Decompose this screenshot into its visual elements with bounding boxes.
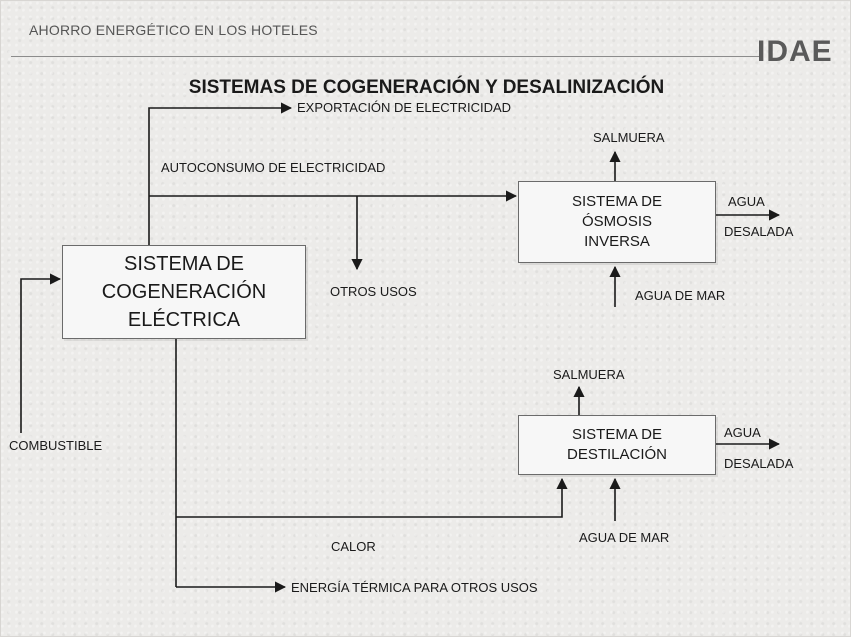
distillation-line-2: DESTILACIÓN bbox=[566, 446, 668, 463]
thermal-energy-label: ENERGÍA TÉRMICA PARA OTROS USOS bbox=[291, 580, 538, 595]
cogeneration-line-2: COGENERACIÓN bbox=[101, 281, 267, 303]
desalinated-water-osmosis-label-2: DESALADA bbox=[724, 224, 794, 239]
seawater-osmosis-label: AGUA DE MAR bbox=[635, 288, 726, 303]
desalinated-water-distillation-label-1: AGUA bbox=[724, 425, 761, 440]
diagram-title: SISTEMAS DE COGENERACIÓN Y DESALINIZACIÓ… bbox=[188, 77, 665, 98]
other-uses-label: OTROS USOS bbox=[330, 284, 417, 299]
self-consumption-label: AUTOCONSUMO DE ELECTRICIDAD bbox=[161, 160, 386, 175]
osmosis-line-2: ÓSMOSIS bbox=[581, 213, 652, 230]
seawater-distillation-label: AGUA DE MAR bbox=[579, 530, 670, 545]
heat-label: CALOR bbox=[331, 539, 376, 554]
cogeneration-line-3: ELÉCTRICA bbox=[127, 309, 241, 331]
header-divider bbox=[11, 56, 761, 57]
osmosis-line-3: INVERSA bbox=[584, 233, 650, 250]
reverse-osmosis-box: SISTEMA DE ÓSMOSIS INVERSA bbox=[518, 181, 716, 263]
brine-osmosis-label: SALMUERA bbox=[593, 130, 665, 145]
fuel-label: COMBUSTIBLE bbox=[9, 438, 103, 453]
brine-distillation-label: SALMUERA bbox=[553, 367, 625, 382]
cogeneration-line-1: SISTEMA DE bbox=[123, 253, 245, 275]
header-title: AHORRO ENERGÉTICO EN LOS HOTELES bbox=[29, 22, 318, 38]
desalinated-water-osmosis-label-1: AGUA bbox=[728, 194, 765, 209]
export-electricity-label: EXPORTACIÓN DE ELECTRICIDAD bbox=[297, 100, 512, 115]
osmosis-line-1: SISTEMA DE bbox=[571, 193, 663, 210]
distillation-box: SISTEMA DE DESTILACIÓN bbox=[518, 415, 716, 475]
cogeneration-system-box: SISTEMA DE COGENERACIÓN ELÉCTRICA bbox=[62, 245, 306, 339]
heat-to-distillation-arrow bbox=[176, 477, 568, 518]
export-electricity-arrow bbox=[148, 102, 293, 245]
idae-logo: IDAE bbox=[757, 35, 833, 68]
desalinated-water-distillation-label-2: DESALADA bbox=[724, 456, 794, 471]
fuel-input-arrow bbox=[20, 273, 62, 433]
distillation-line-1: SISTEMA DE bbox=[571, 426, 663, 443]
